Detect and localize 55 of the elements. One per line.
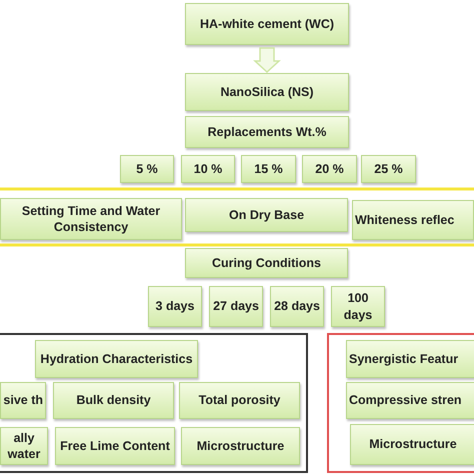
process-box [148,286,202,327]
process-box [346,382,474,419]
process-box [302,155,357,183]
box-label: Synergistic Featur [348,350,460,368]
process-box [0,382,46,419]
process-box [209,286,263,327]
box-label: HA-white cement (WC) [198,16,336,32]
box-label: Microstructure [368,436,458,453]
process-box [53,382,174,419]
box-label: 25 % [373,160,404,178]
box-label: sive th [2,392,44,409]
process-box [185,116,349,148]
box-label: 10 % [192,160,224,178]
process-box [0,198,182,240]
process-box [270,286,324,327]
process-box [185,198,348,232]
process-box [185,3,349,45]
box-label: Hydration Characteristics [39,350,194,368]
box-label: 27 days [212,298,260,315]
box-label: Curing Conditions [210,254,322,272]
box-label: ally water [6,430,42,462]
group-frame [327,333,474,473]
process-box [241,155,296,183]
box-label: On Dry Base [228,206,306,224]
process-box [352,200,474,240]
process-box [185,73,349,111]
box-label: Replacements Wt.% [206,124,328,140]
process-box [181,427,300,465]
box-label: 5 % [135,160,159,178]
process-box [181,155,235,183]
box-label: 3 days [154,298,196,315]
box-label: Free Lime Content [59,438,171,454]
process-box [185,248,348,278]
box-label: 100 days [342,290,374,323]
box-label: Setting Time and Water Consistency [20,202,162,236]
process-box [346,340,474,378]
box-label: Bulk density [75,392,152,409]
group-frame [0,333,308,473]
box-label: 28 days [273,298,321,315]
process-box [55,427,175,465]
block-arrow [253,47,281,74]
box-label: 15 % [253,160,284,178]
process-box [0,427,48,465]
box-label: Whiteness reflec [354,212,456,228]
box-label: 20 % [314,160,345,178]
box-label: Microstructure [196,438,286,454]
process-box [35,340,198,378]
process-box [350,424,474,465]
process-box [179,382,300,419]
process-box [361,155,416,183]
process-box [331,286,385,327]
box-label: NanoSilica (NS) [219,84,315,100]
box-label: Total porosity [198,392,282,409]
process-box [120,155,174,183]
box-label: Compressive stren [348,392,463,409]
